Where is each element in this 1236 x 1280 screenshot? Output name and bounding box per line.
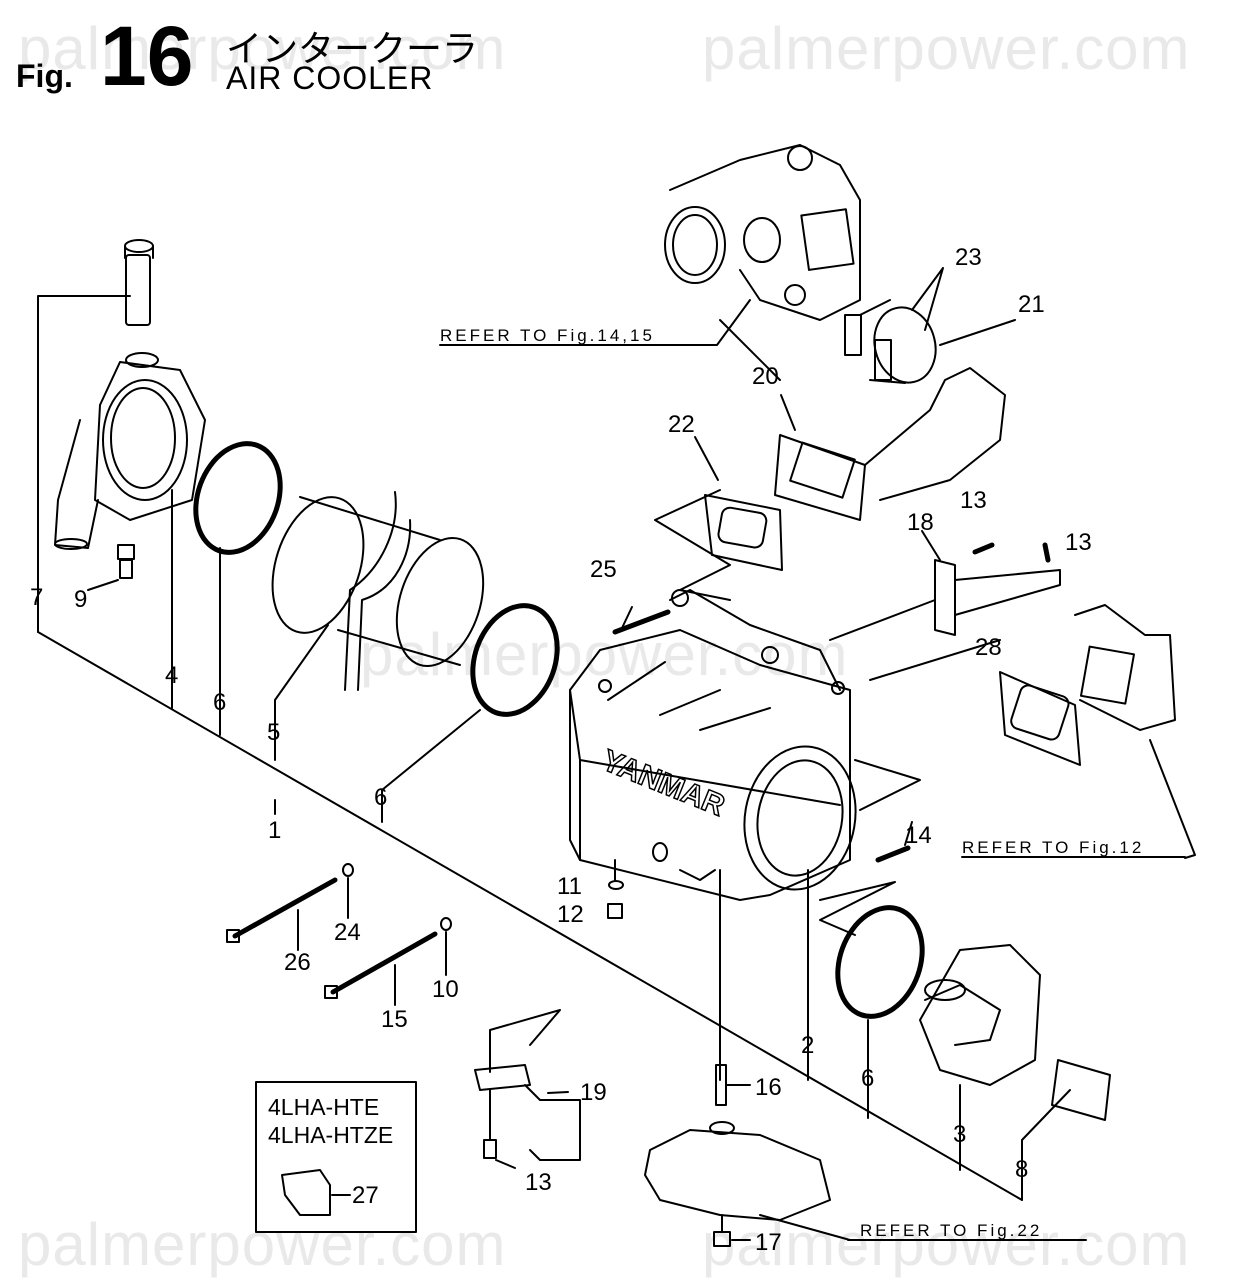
part-label-12: 12 [557, 901, 584, 928]
air-cooler-housing [569, 589, 857, 901]
part-label-24: 24 [334, 919, 361, 946]
part-label-19: 19 [580, 1079, 607, 1106]
model-variant-box [255, 1081, 417, 1233]
exhaust-manifold [1074, 604, 1176, 731]
part-label-13-top-left: 13 [960, 487, 987, 514]
bracket-27 [281, 1169, 331, 1216]
o-ring-right [835, 905, 925, 1019]
ref-underline-fig14-15 [439, 299, 751, 346]
bracket-18 [934, 559, 1061, 636]
watermark-top-left: palmerpower.com [18, 15, 507, 82]
end-cover-right [919, 944, 1041, 1086]
part-label-15: 15 [381, 1006, 408, 1033]
part-label-5: 5 [267, 719, 280, 746]
washer-11 [608, 880, 624, 890]
part-label-6-middle: 6 [374, 784, 387, 811]
part-label-17: 17 [755, 1229, 782, 1256]
leader-5 [274, 624, 329, 761]
part-label-11: 11 [557, 873, 582, 900]
figure-prefix: Fig. [16, 58, 73, 94]
part-label-7: 7 [30, 584, 43, 611]
leader-6b [381, 709, 481, 823]
part-label-27: 27 [352, 1182, 379, 1209]
part-label-10: 10 [432, 976, 459, 1003]
pump-housing [644, 1121, 831, 1233]
watermark-bottom-left: palmerpower.com [18, 1211, 507, 1278]
gasket-22 [704, 494, 783, 571]
part-label-14: 14 [905, 822, 932, 849]
bolt-14 [875, 845, 911, 863]
washer-24 [342, 863, 354, 877]
part-label-6-right: 6 [861, 1065, 874, 1092]
bolt-25 [612, 609, 671, 635]
gasket-28 [999, 671, 1081, 766]
breather-pipe [124, 239, 154, 326]
part-label-8: 8 [1015, 1156, 1028, 1183]
part-label-6-left: 6 [213, 689, 226, 716]
refer-to-fig-22: REFER TO Fig.22 [860, 1221, 1042, 1240]
model-variant-line-1: 4LHA-HTE [268, 1094, 379, 1120]
turbocharger [664, 144, 861, 381]
figure-title-japanese: インタークーラ [226, 28, 479, 69]
leader-8 [1021, 1089, 1071, 1201]
main-reference-line [37, 631, 1023, 1201]
part-label-13-top-right: 13 [1065, 529, 1092, 556]
rubber-hose [844, 299, 937, 384]
part-label-22: 22 [668, 411, 695, 438]
figure-number: 16 [100, 9, 194, 103]
o-ring-middle [470, 603, 560, 717]
watermark-top-right: palmerpower.com [702, 15, 1191, 82]
long-bolt-26 [226, 877, 338, 943]
gasket-8 [1051, 1059, 1111, 1121]
part-label-28: 28 [975, 634, 1002, 661]
long-bolt-15 [324, 931, 438, 999]
part-label-16: 16 [755, 1074, 782, 1101]
part-label-23: 23 [955, 244, 982, 271]
bolt-13-bottom [483, 1139, 497, 1159]
part-label-4: 4 [165, 662, 178, 689]
part-label-2: 2 [801, 1032, 814, 1059]
part-label-9: 9 [74, 586, 87, 613]
air-pipe [774, 367, 1006, 521]
nut-17 [713, 1231, 731, 1247]
part-label-1: 1 [268, 817, 281, 844]
model-variant-line-2: 4LHA-HTZE [268, 1122, 393, 1148]
o-ring-left [193, 441, 283, 555]
end-cover-left [54, 352, 206, 550]
refer-to-fig-14-15: REFER TO Fig.14,15 [440, 326, 655, 345]
watermark-center: palmerpower.com [360, 621, 849, 688]
part-label-18: 18 [907, 509, 934, 536]
bracket-line-7 [37, 295, 131, 633]
part-label-25: 25 [590, 556, 617, 583]
part-label-26: 26 [284, 949, 311, 976]
part-label-13-bottom: 13 [525, 1169, 552, 1196]
refer-to-fig-12: REFER TO Fig.12 [962, 838, 1144, 857]
part-label-3: 3 [953, 1121, 966, 1148]
part-label-21: 21 [1018, 291, 1045, 318]
drain-plug-12 [607, 903, 623, 919]
cooler-core [271, 491, 485, 691]
part-label-20: 20 [752, 363, 779, 390]
drain-cock [87, 544, 135, 591]
yanmar-casting-logo: YANMAR [597, 744, 729, 823]
washer-10 [440, 917, 452, 931]
figure-title-english: AIR COOLER [226, 60, 434, 96]
bracket-19 [474, 1064, 581, 1161]
